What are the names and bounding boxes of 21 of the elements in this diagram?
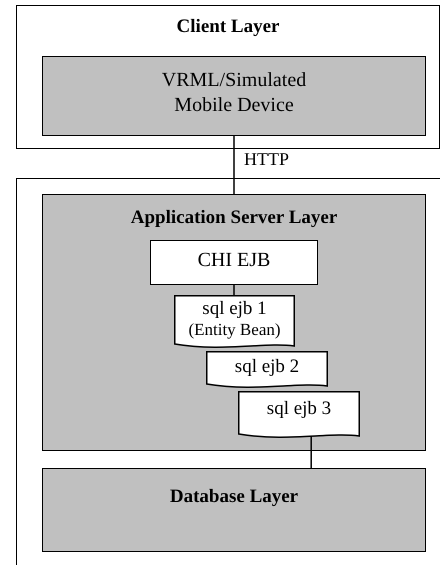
document-shape [206, 351, 328, 391]
connector-line [310, 435, 312, 468]
layer-box [42, 194, 426, 451]
node-label: VRML/Simulated Mobile Device [160, 68, 308, 118]
layer-box [42, 468, 426, 552]
layer-title: Database Layer [170, 485, 298, 509]
node-label: sql ejb 2 [234, 355, 300, 379]
component-box [150, 240, 318, 285]
document-shape [174, 295, 295, 351]
layer-panel [16, 5, 440, 149]
connector-line [233, 285, 235, 295]
document-shape [238, 391, 360, 441]
node-label: sql ejb 1 [202, 297, 267, 321]
layer-panel [16, 178, 440, 565]
connector-line [233, 136, 235, 194]
layer-title: Application Server Layer [130, 206, 338, 230]
node-label: sql ejb 3 [266, 397, 332, 421]
node-label: CHI EJB [198, 248, 270, 273]
layer-title: Client Layer [176, 15, 280, 39]
layer-box [42, 56, 426, 136]
node-subtitle: (Entity Bean) [188, 320, 281, 340]
